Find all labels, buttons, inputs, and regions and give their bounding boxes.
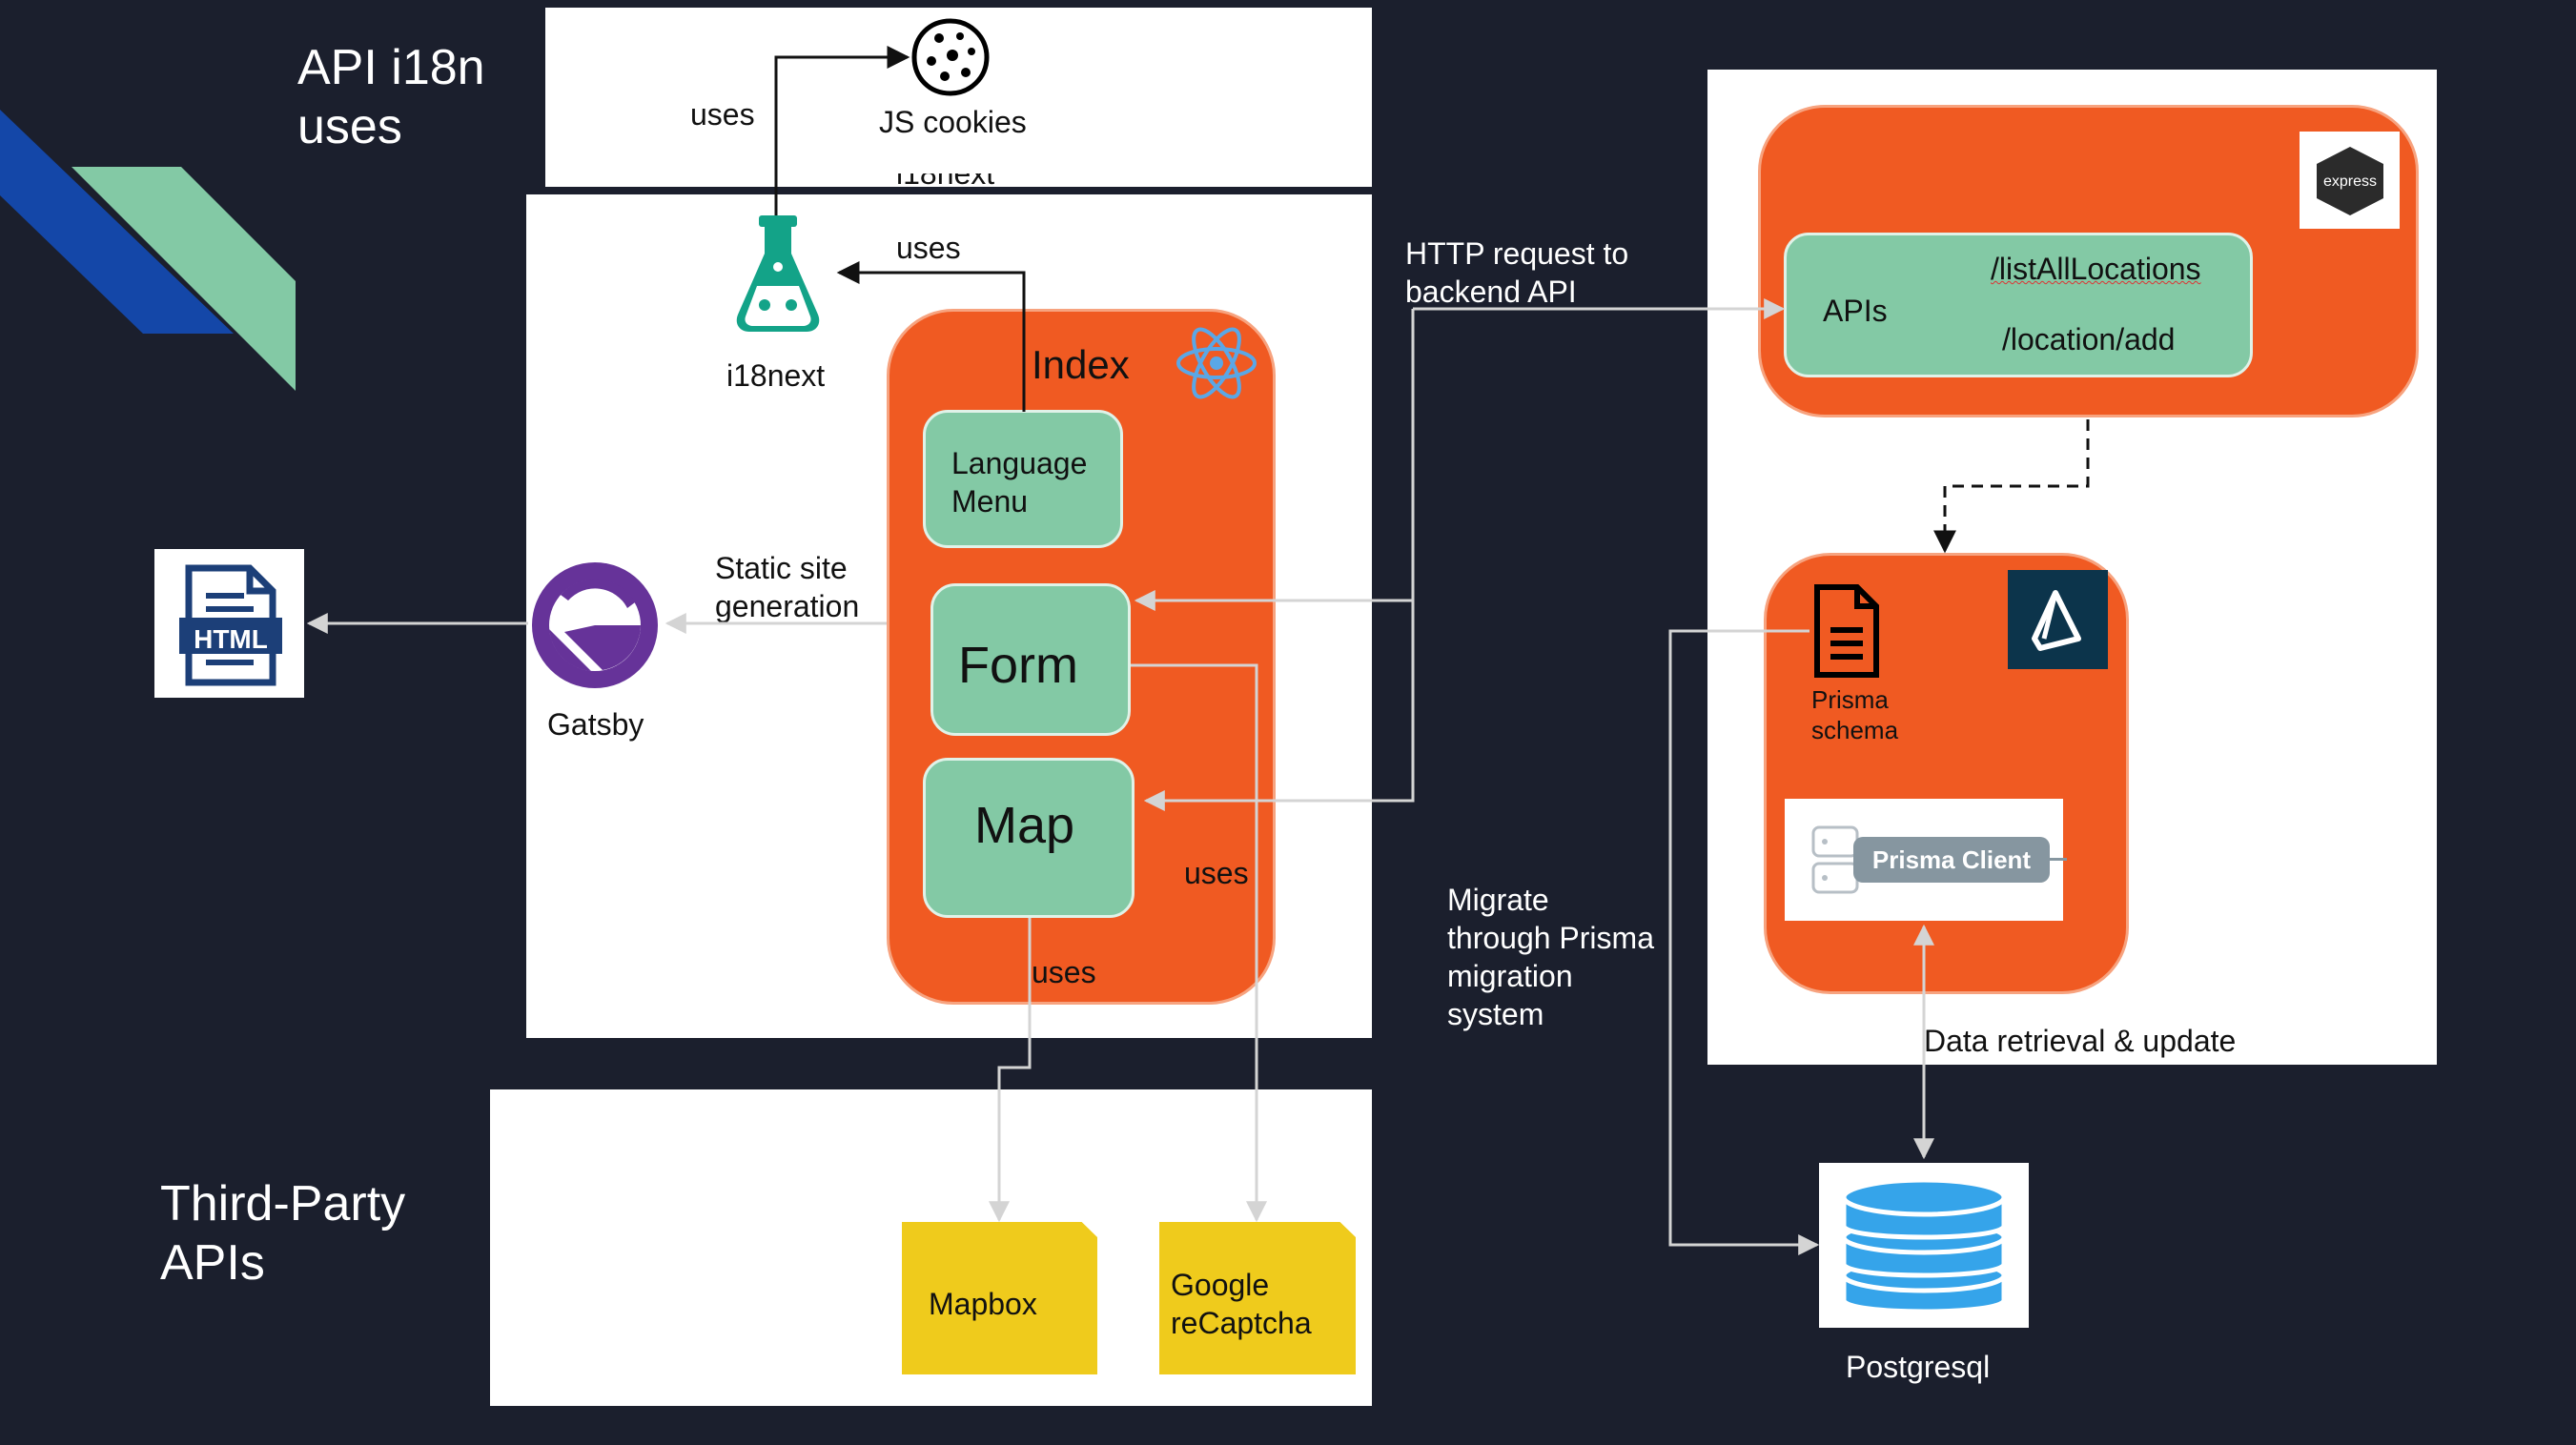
mapbox-box	[902, 1222, 1097, 1374]
recaptcha-label: Google reCaptcha	[1171, 1268, 1312, 1340]
mapbox-label: Mapbox	[929, 1287, 1037, 1321]
prisma-schema-label: Prisma schema	[1811, 685, 1899, 744]
prisma-client-stub	[2050, 858, 2067, 861]
postgres-label: Postgresql	[1846, 1350, 1991, 1384]
i18next-label: i18next	[726, 358, 826, 393]
map-label: Map	[974, 797, 1075, 854]
location-add-endpoint[interactable]: /location/add	[2002, 322, 2176, 356]
edge-migration	[1668, 629, 1820, 1255]
language-menu-label: Language Menu	[951, 446, 1088, 519]
document-icon	[1814, 584, 1879, 678]
third-party-title: Third-Party APIs	[160, 1176, 406, 1291]
react-icon	[1176, 327, 1257, 399]
recaptcha-box	[1159, 1222, 1356, 1374]
flask-icon	[736, 215, 820, 332]
uses-cookies-label: uses	[690, 97, 755, 132]
api-i18n-title: API i18n uses	[297, 40, 485, 154]
map-component[interactable]	[923, 758, 1135, 918]
edge-http-form	[1134, 309, 1415, 611]
edge-express-prisma	[1933, 419, 2090, 554]
cookie-icon	[911, 18, 990, 96]
clipped-i18next-text: i18next	[896, 173, 995, 191]
edge-map-mapbox	[989, 918, 1032, 1223]
http-request-label: HTTP request to backend API	[1405, 236, 1629, 309]
js-cookies-label: JS cookies	[879, 105, 1027, 139]
uses-mapbox-label: uses	[1032, 955, 1096, 989]
prisma-logo-box	[2008, 570, 2108, 669]
prisma-client-label: Prisma Client	[1853, 837, 2050, 883]
html-file-icon	[179, 564, 282, 686]
edge-i18next-cookies	[774, 46, 910, 215]
apis-label: APIs	[1823, 294, 1888, 328]
edge-language-i18next	[836, 261, 1026, 412]
list-all-locations-endpoint[interactable]: /listAllLocations	[1991, 252, 2201, 286]
html-file-label: HTML	[194, 624, 268, 654]
apis-box	[1784, 233, 2253, 377]
uses-recaptcha-label: uses	[1184, 856, 1249, 890]
gatsby-icon	[532, 562, 658, 688]
index-title: Index	[1032, 342, 1130, 387]
edge-form-recaptcha	[1131, 663, 1267, 1223]
language-menu-component[interactable]	[923, 410, 1123, 548]
gatsby-label: Gatsby	[547, 707, 644, 742]
uses-i18next-label: uses	[896, 231, 961, 265]
form-component[interactable]	[930, 583, 1131, 736]
data-retrieval-label: Data retrieval & update	[1924, 1024, 2237, 1058]
static-site-label: Static site generation	[715, 551, 860, 623]
svg-text:express: express	[2323, 173, 2377, 190]
migrate-label: Migrate through Prisma migration system	[1447, 883, 1654, 1031]
edge-http-map	[1143, 600, 1415, 811]
database-icon	[1841, 1177, 2007, 1314]
form-label: Form	[958, 637, 1078, 694]
express-icon: express	[2317, 147, 2383, 215]
decorative-stripes	[0, 110, 296, 391]
prisma-icon	[2032, 590, 2081, 651]
